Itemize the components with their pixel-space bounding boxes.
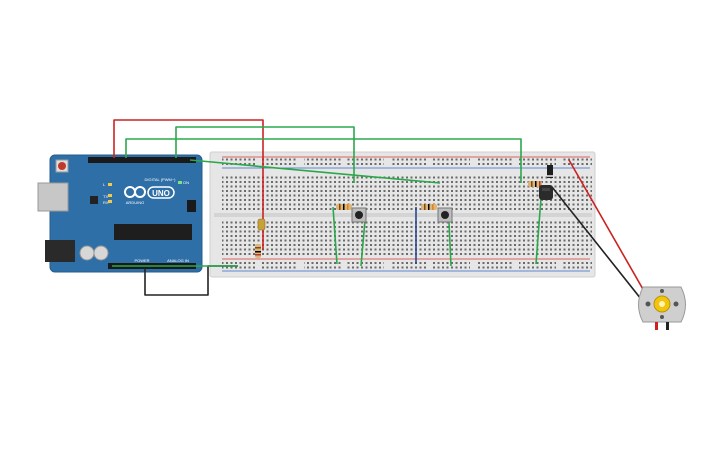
green-wire-pin-2[interactable] [125,138,522,183]
pushbutton-1[interactable] [351,207,367,223]
green-wire-pin-3[interactable] [189,159,441,184]
uno-label: UNO [152,189,170,198]
led-component[interactable] [257,218,266,231]
resistor-3[interactable] [421,204,437,210]
resistor-4[interactable] [528,181,542,187]
tx-label: TX [103,194,108,199]
motor-red-lead[interactable] [568,159,645,292]
analog-in-label: ANALOG IN [167,258,189,263]
green-wire-button-2b[interactable] [448,221,452,267]
pushbutton-2[interactable] [437,207,453,223]
resistor-2[interactable] [336,204,352,210]
capacitor-2 [93,245,109,261]
transistor[interactable] [539,185,553,200]
on-led-label: ON [183,180,189,185]
power-jack [45,240,75,262]
breadboard[interactable] [209,151,596,278]
atmega-chip [114,224,192,240]
power-label: POWER [134,258,149,263]
resistor-1[interactable] [255,244,261,258]
red-wire-5v[interactable] [113,119,264,250]
green-wire-transistor[interactable] [535,197,542,265]
arduino-logo [124,186,146,198]
capacitor-1 [79,245,95,261]
digital-label: DIGITAL (PWM~) [145,177,177,182]
green-wire-button-1b[interactable] [360,219,366,267]
arduino-uno-board[interactable]: UNO ARDUINO DIGITAL (PWM~) POWER ANALOG … [37,154,203,273]
l-led-label: L [103,182,106,187]
dc-motor[interactable] [638,286,686,330]
green-wire-pin-1[interactable] [175,126,355,183]
usb-port [37,182,69,212]
green-wire-button-1a[interactable] [332,206,338,265]
diode[interactable] [547,165,553,178]
motor-black-lead[interactable] [551,186,642,300]
digital-header[interactable] [88,157,196,163]
rx-label: RX [103,200,109,205]
arduino-brand-label: ARDUINO [126,200,144,205]
